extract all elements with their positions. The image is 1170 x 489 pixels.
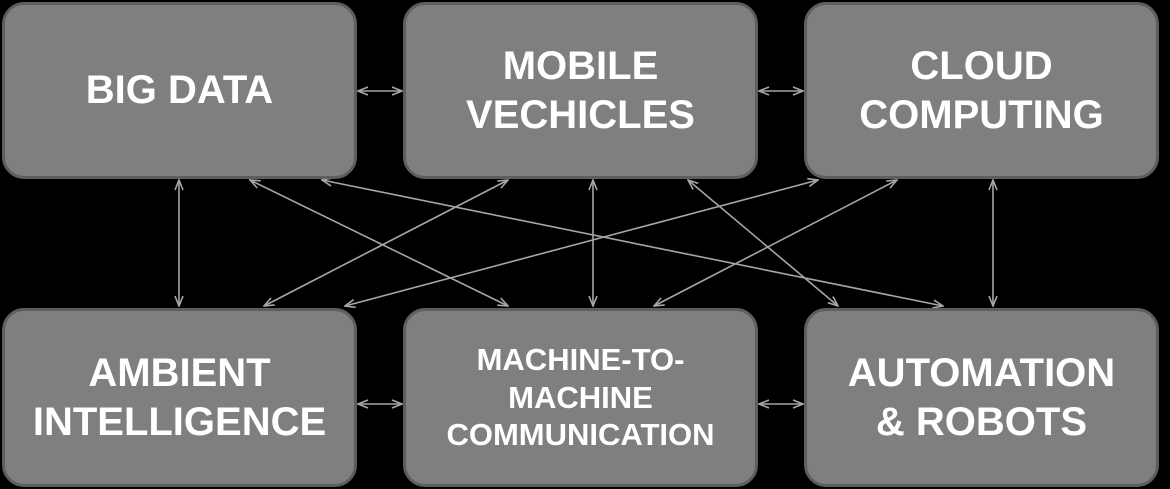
mobile-vehicles-label: MOBILE VECHICLES — [466, 43, 695, 137]
automation-robots-label: AUTOMATION & ROBOTS — [847, 350, 1116, 444]
mobile-vehicles-box: MOBILE VECHICLES — [403, 2, 758, 179]
arrow-mobile-vehicles-to-automation-robots — [688, 180, 838, 306]
big-data-box: BIG DATA — [2, 2, 357, 179]
cloud-computing-box: CLOUD COMPUTING — [804, 2, 1159, 179]
arrow-mobile-vehicles-to-ambient-intelligence — [264, 180, 508, 306]
m2m-communication-box: MACHINE-TO- MACHINE COMMUNICATION — [403, 308, 758, 487]
ambient-intelligence-label: AMBIENT INTELLIGENCE — [32, 350, 327, 444]
ambient-intelligence-box: AMBIENT INTELLIGENCE — [2, 308, 357, 487]
m2m-communication-label: MACHINE-TO- MACHINE COMMUNICATION — [446, 341, 715, 453]
big-data-label: BIG DATA — [85, 68, 274, 113]
arrow-big-data-to-m2m — [250, 180, 508, 306]
arrow-cloud-computing-to-m2m — [654, 180, 897, 306]
automation-robots-box: AUTOMATION & ROBOTS — [804, 308, 1159, 487]
cloud-computing-label: CLOUD COMPUTING — [859, 43, 1104, 137]
